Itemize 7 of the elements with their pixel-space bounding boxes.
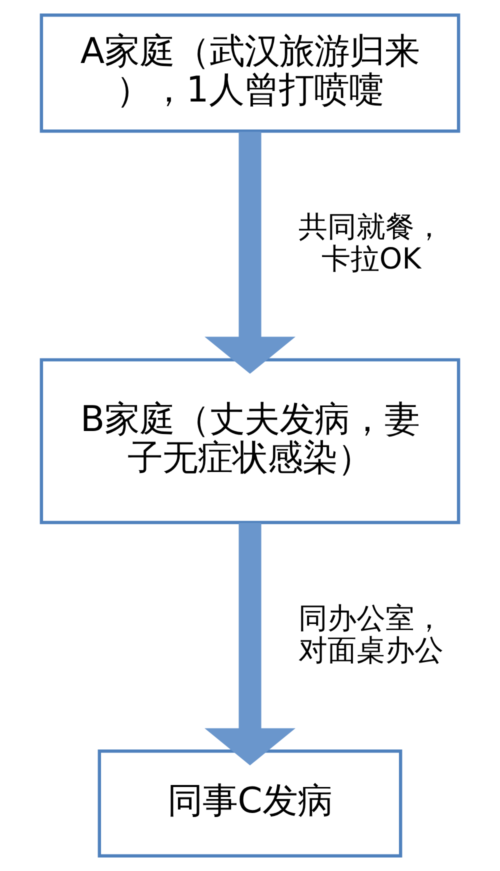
edge-label: 共同就餐，卡拉OK (298, 209, 444, 276)
node-box: A家庭（武汉旅游归来），1人曾打喷嚏 (40, 14, 460, 133)
node-box: 同事C发病 (98, 750, 402, 858)
edge-label: 同办公室，对面桌办公 (298, 600, 444, 667)
arrow (204, 132, 296, 374)
node-box: B家庭（丈夫发病，妻子无症状感染） (40, 358, 460, 524)
arrow (204, 522, 296, 766)
